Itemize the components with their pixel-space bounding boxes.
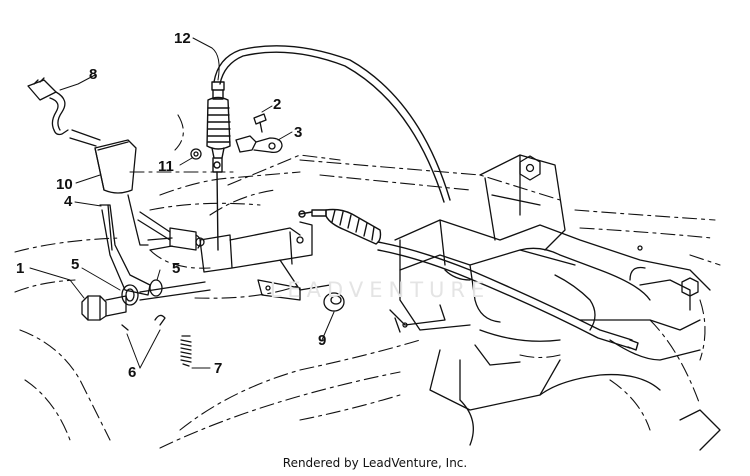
callout-1: 1 bbox=[16, 260, 24, 277]
washer-11 bbox=[190, 148, 202, 160]
callout-7: 7 bbox=[214, 360, 222, 377]
callout-10: 10 bbox=[56, 176, 73, 193]
callout-5-left: 5 bbox=[71, 256, 79, 273]
callout-8: 8 bbox=[89, 66, 97, 83]
callout-11: 11 bbox=[158, 158, 174, 175]
callout-6: 6 bbox=[128, 364, 136, 381]
callout-3: 3 bbox=[294, 124, 302, 141]
clevis-3 bbox=[235, 135, 283, 154]
lever-4 bbox=[99, 194, 173, 296]
bolt-1 bbox=[81, 295, 127, 321]
watermark: LEADVENTURE bbox=[269, 278, 491, 302]
callout-2: 2 bbox=[273, 96, 281, 113]
switch-assembly bbox=[137, 211, 205, 251]
callout-5-right: 5 bbox=[172, 260, 180, 277]
bushing-5-right bbox=[149, 279, 163, 297]
mounting-bracket bbox=[199, 221, 331, 301]
clip-6 bbox=[121, 314, 166, 331]
callout-9: 9 bbox=[318, 332, 326, 349]
callout-12: 12 bbox=[174, 30, 191, 47]
callout-4: 4 bbox=[64, 193, 73, 210]
screw-2 bbox=[253, 113, 267, 133]
spring-7 bbox=[180, 335, 192, 367]
leader-lines bbox=[29, 37, 335, 369]
grip-10 bbox=[94, 139, 137, 194]
cable-12-lower bbox=[298, 208, 639, 351]
grommet-9 bbox=[323, 292, 345, 312]
callout-labels: 12 8 2 3 11 10 4 5 5 1 6 7 9 bbox=[16, 30, 326, 381]
frame-bolt bbox=[402, 155, 699, 328]
frame-weldment bbox=[389, 154, 721, 451]
footer-credit: Rendered by LeadVenture, Inc. bbox=[282, 456, 468, 470]
connector-8 bbox=[27, 77, 101, 147]
bushing-5-left bbox=[121, 284, 139, 306]
link-rod bbox=[139, 281, 211, 301]
